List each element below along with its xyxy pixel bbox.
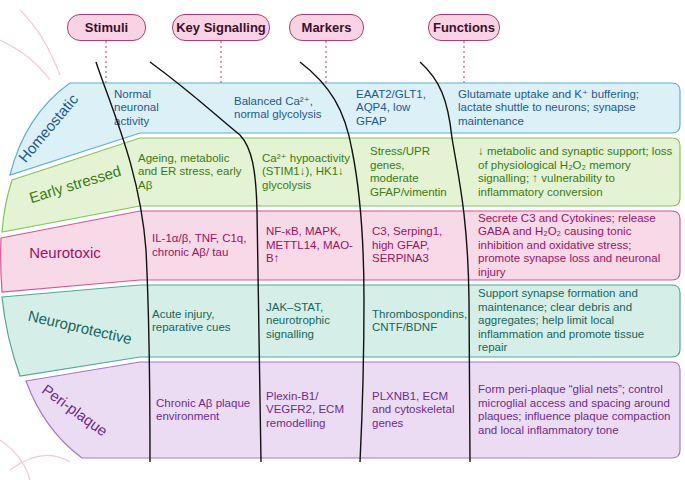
column-heading: Markers xyxy=(302,20,352,35)
column-heading: Key Signalling xyxy=(176,20,266,35)
header-pill: Markers xyxy=(289,14,364,41)
state-band: HomeostaticNormal neuronal activityBalan… xyxy=(0,83,685,133)
table-cell: ↓ metabolic and synaptic support; loss o… xyxy=(478,138,673,206)
table-cell: Normal neuronal activity xyxy=(114,83,176,133)
table-cell: C3, Serping1, high GFAP, SERPINA3 xyxy=(372,211,464,280)
table-cell: Balanced Ca²⁺, normal glycolysis xyxy=(234,83,334,133)
table-cell: Form peri-plaque “glial nets”; control m… xyxy=(478,362,673,458)
table-cell: EAAT2/GLT1, AQP4, low GFAP xyxy=(356,83,440,133)
table-cell: Thrombospondins, CNTF/BDNF xyxy=(372,285,467,357)
table-cell: PLXNB1, ECM and cytoskeletal genes xyxy=(372,362,464,458)
column-heading: Functions xyxy=(433,20,495,35)
table-cell: Ca²⁺ hypoactivity (STIM1↓), HK1↓ glycoly… xyxy=(262,138,350,206)
column-heading: Stimuli xyxy=(85,20,128,35)
header-pill: Stimuli xyxy=(67,14,146,41)
header-pill: Functions xyxy=(428,14,500,41)
header-pill: Key Signalling xyxy=(172,14,270,41)
state-label: Neurotoxic xyxy=(29,244,101,261)
band-outline xyxy=(1,211,680,292)
table-cell: Ageing, metabolic and ER stress, early A… xyxy=(138,138,246,206)
band-outline xyxy=(26,362,680,458)
state-band: Neurotoxic IL-1α/β, TNF, C1q, chronic Aβ/… xyxy=(0,211,685,280)
table-cell: Secrete C3 and Cytokines; release GABA a… xyxy=(478,211,673,280)
table-cell: Support synapse formation and maintenanc… xyxy=(478,285,673,357)
table-cell: Acute injury, reparative cues xyxy=(152,285,252,357)
table-cell: IL-1α/β, TNF, C1q, chronic Aβ/ tau xyxy=(152,211,252,280)
table-cell: Chronic Aβ plaque environment xyxy=(156,362,252,458)
table-cell: JAK–STAT, neurotrophic signalling xyxy=(266,285,358,357)
table-cell: Glutamate uptake and K⁺ buffering; lacta… xyxy=(458,83,676,133)
table-cell: NF-κB, MAPK, METTL14, MAO-B↑ xyxy=(266,211,356,280)
table-cell: Plexin-B1/ VEGFR2, ECM remodelling xyxy=(266,362,358,458)
state-band: NeuroprotectiveAcute injury, reparative … xyxy=(0,285,685,357)
state-band: Peri-plaqueChronic Aβ plaque environment… xyxy=(0,362,685,458)
table-cell: Stress/UPR genes, moderate GFAP/vimentin xyxy=(370,138,454,206)
state-band: Early stressedAgeing, metabolic and ER s… xyxy=(0,138,685,206)
